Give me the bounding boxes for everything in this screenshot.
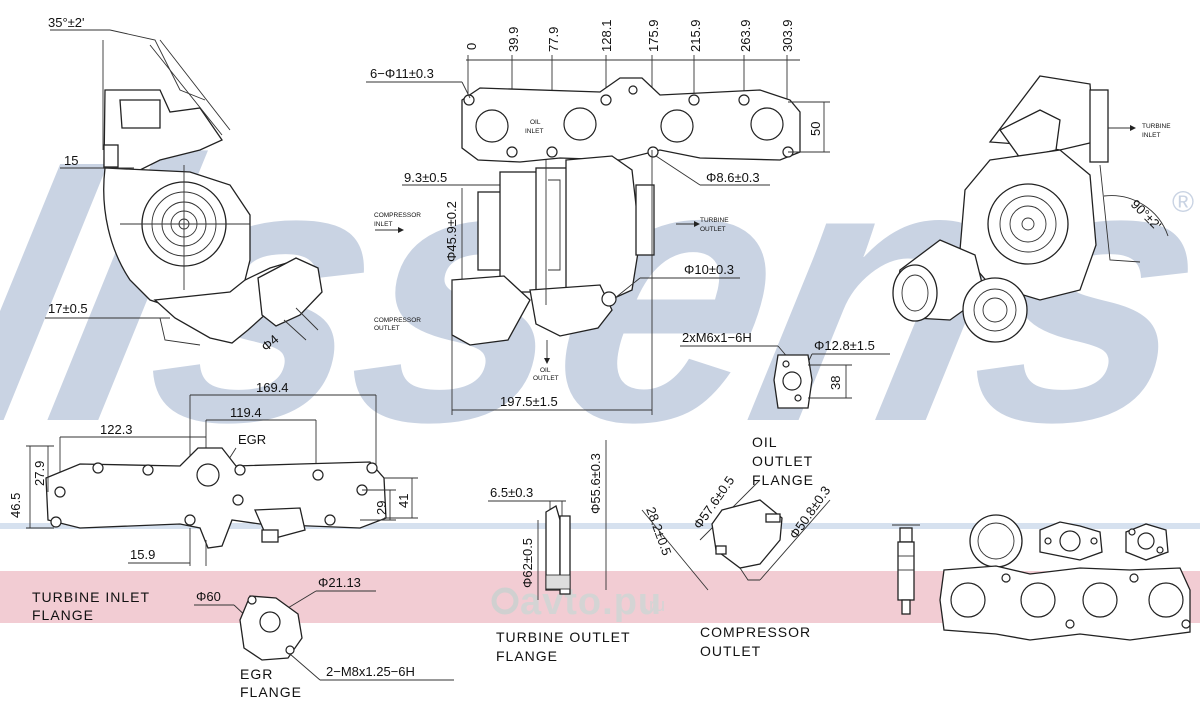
to-label-2: FLANGE xyxy=(496,648,558,664)
right-turb-inlet-2: INLET xyxy=(1142,132,1160,139)
pos-0: 0 xyxy=(464,43,479,50)
oil-inlet-label-1: OIL xyxy=(530,119,541,126)
flange-dim-50: 50 xyxy=(808,122,823,136)
right-iso-view: TURBINE INLET 90°±2' xyxy=(892,75,1171,343)
manifold-dim-169: 169.4 xyxy=(256,380,289,395)
egr-label-1: EGR xyxy=(240,666,273,682)
comp-outlet-2: OUTLET xyxy=(374,325,400,332)
manifold-dim-41: 41 xyxy=(396,494,411,508)
co-label-1: COMPRESSOR xyxy=(700,624,811,640)
pos-303-9: 303.9 xyxy=(780,19,795,52)
oil-outlet-flange: 2xM6x1−6H Φ12.8±1.5 38 OIL OUTLET FLANGE xyxy=(680,330,890,488)
pos-263-9: 263.9 xyxy=(738,19,753,52)
manifold-view: 169.4 119.4 122.3 EGR 46.5 27.9 2 xyxy=(8,380,418,566)
footer-watermark: avto.pu .ru xyxy=(491,581,665,623)
flange-holes: 6−Φ11±0.3 xyxy=(370,66,434,81)
blue-stripe xyxy=(0,523,1200,529)
manifold-egr: EGR xyxy=(238,432,266,447)
to-hatch xyxy=(545,574,571,590)
egr-phi21: Φ21.13 xyxy=(318,575,361,590)
center-dim-9-3: 9.3±0.5 xyxy=(404,170,447,185)
pos-39-9: 39.9 xyxy=(506,27,521,52)
side-dim-17: 17±0.5 xyxy=(48,301,88,316)
manifold-dim-119: 119.4 xyxy=(230,405,262,420)
pos-215-9: 215.9 xyxy=(688,19,703,52)
footer-logo-icon xyxy=(491,587,519,615)
center-view: 9.3±0.5 Φ45.9±0.2 197.5±1.5 COMPRESSOR I… xyxy=(374,150,740,415)
to-dim-6-5: 6.5±0.3 xyxy=(490,485,533,500)
oil-thread: 2xM6x1−6H xyxy=(682,330,752,345)
to-dim-55-6: Φ55.6±0.3 xyxy=(588,453,603,514)
pos-77-9: 77.9 xyxy=(546,27,561,52)
pos-175-9: 175.9 xyxy=(646,19,661,52)
footer-watermark-text: avto.pu xyxy=(520,581,662,623)
footer-watermark-domain: .ru xyxy=(644,595,665,615)
turb-outlet-2: OUTLET xyxy=(700,226,726,233)
sealant-tube-icon xyxy=(892,524,920,615)
co-dim-28: 28.2±0.5 xyxy=(643,505,674,558)
center-dim-45-9: Φ45.9±0.2 xyxy=(444,201,459,262)
egr-thread: 2−M8x1.25−6H xyxy=(326,664,415,679)
center-phi10: Φ10±0.3 xyxy=(684,262,734,277)
right-turb-inlet-1: TURBINE xyxy=(1142,123,1171,130)
oil-outlet-2: OUTLET xyxy=(533,375,559,382)
top-flange: 0 39.9 77.9 128.1 175.9 215.9 263.9 303.… xyxy=(366,19,830,186)
oil-inlet-label-2: INLET xyxy=(525,128,543,135)
gasket-manifold-icon xyxy=(939,565,1191,641)
oil-diameter: Φ12.8±1.5 xyxy=(814,338,875,353)
manifold-dim-46: 46.5 xyxy=(8,493,23,518)
flange-hole-small: Φ8.6±0.3 xyxy=(706,170,760,185)
to-dim-62: Φ62±0.5 xyxy=(520,538,535,588)
side-view: 35°±2' 15 17±0.5 Φ4 xyxy=(45,15,323,354)
oil-flange-label-1: OIL xyxy=(752,434,778,450)
registered-mark: ® xyxy=(1172,186,1194,219)
pos-128-1: 128.1 xyxy=(599,19,614,52)
manifold-dim-29: 29 xyxy=(374,501,389,515)
to-label-1: TURBINE OUTLET xyxy=(496,629,631,645)
egr-phi60: Φ60 xyxy=(196,589,221,604)
egr-flange: Φ60 Φ21.13 2−M8x1.25−6H EGR FLANGE xyxy=(194,575,454,700)
oil-flange-label-3: FLANGE xyxy=(752,472,814,488)
turbine-inlet-label-2: FLANGE xyxy=(32,607,94,623)
gasket-kit xyxy=(892,514,1191,641)
turbine-inlet-label-1: TURBINE INLET xyxy=(32,589,150,605)
manifold-dim-122: 122.3 xyxy=(100,422,133,437)
center-width: 197.5±1.5 xyxy=(500,394,558,409)
manifold-dim-15-9: 15.9 xyxy=(130,547,155,562)
comp-inlet-1: COMPRESSOR xyxy=(374,212,421,219)
turb-outlet-1: TURBINE xyxy=(700,217,729,224)
oil-outlet-1: OIL xyxy=(540,367,551,374)
compressor-outlet-flange: 28.2±0.5 Φ57.6±0.5 Φ50.8±0.3 COMPRESSOR … xyxy=(641,473,833,659)
side-dim-15: 15 xyxy=(64,153,78,168)
comp-inlet-2: INLET xyxy=(374,221,392,228)
turbine-inlet-flange: TURBINE INLET FLANGE xyxy=(32,589,150,623)
comp-outlet-1: COMPRESSOR xyxy=(374,317,421,324)
oil-dim-38: 38 xyxy=(828,376,843,390)
oil-flange-label-2: OUTLET xyxy=(752,453,813,469)
side-angle: 35°±2' xyxy=(48,15,85,30)
egr-label-2: FLANGE xyxy=(240,684,302,700)
co-label-2: OUTLET xyxy=(700,643,761,659)
manifold-dim-27: 27.9 xyxy=(32,461,47,486)
turbine-outlet-flange: 6.5±0.3 Φ55.6±0.3 Φ62±0.5 TURBINE OUTLET… xyxy=(488,440,631,664)
